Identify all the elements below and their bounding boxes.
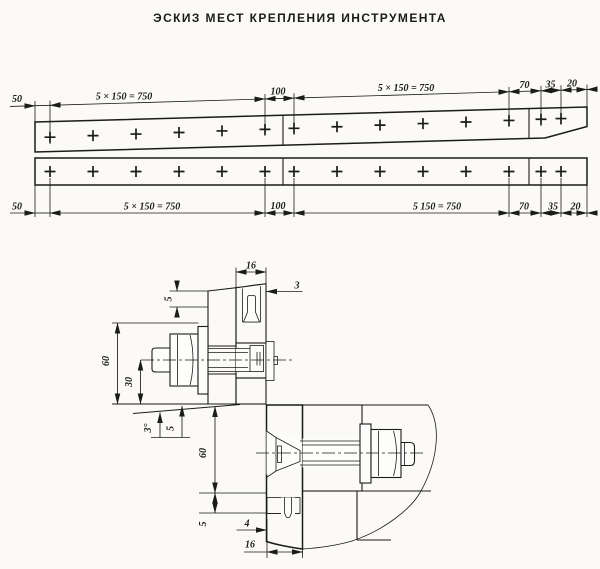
dim-top-35: 35 bbox=[545, 79, 556, 90]
detail-dimensions: 16 3 5 60 30 3° 5 60 5 4 bbox=[101, 261, 303, 558]
dim-5-top: 5 bbox=[164, 297, 175, 302]
mounting-cross bbox=[417, 118, 429, 130]
dim-5-lower: 5 bbox=[198, 522, 209, 527]
mounting-cross bbox=[173, 126, 185, 138]
dim-60-upper: 60 bbox=[101, 356, 112, 366]
dim-bottom-35: 35 bbox=[547, 202, 558, 213]
dim-30: 30 bbox=[124, 377, 135, 388]
page-title: ЭСКИЗ МЕСТ КРЕПЛЕНИЯ ИНСТРУМЕНТА bbox=[153, 11, 447, 25]
bolt-tip-boss bbox=[151, 347, 171, 373]
mounting-cross bbox=[130, 166, 142, 177]
mounting-cross bbox=[535, 166, 547, 177]
mounting-cross bbox=[259, 166, 271, 177]
mounting-cross bbox=[555, 166, 567, 177]
tool-bar-section-upper bbox=[235, 283, 278, 405]
mounting-cross bbox=[87, 166, 99, 177]
dim-top-750-right: 5 × 150 = 750 bbox=[378, 83, 434, 94]
mounting-cross bbox=[374, 166, 386, 177]
top-dimension-chain: 50 5 × 150 = 750 100 5 × 150 = 750 70 35… bbox=[9, 79, 598, 144]
mounting-cross bbox=[460, 166, 472, 177]
mounting-cross bbox=[216, 125, 228, 137]
top-bar-outline bbox=[34, 106, 588, 153]
taper-line bbox=[132, 403, 241, 415]
mounting-cross bbox=[331, 166, 343, 177]
hex-nut bbox=[370, 428, 402, 479]
dim-16-bottom: 16 bbox=[245, 540, 255, 551]
top-bar bbox=[34, 106, 588, 153]
upper-bolt-assembly bbox=[141, 325, 292, 395]
flange-strip bbox=[265, 341, 275, 381]
dim-bottom-20: 20 bbox=[570, 202, 581, 213]
dowel-pin-upper bbox=[242, 295, 261, 323]
mounting-cross bbox=[374, 119, 386, 131]
dim-top-750-left: 5 × 150 = 750 bbox=[96, 92, 152, 103]
dim-3deg-angle: 3° bbox=[143, 424, 154, 434]
washer-lower bbox=[359, 423, 372, 484]
mounting-cross bbox=[130, 128, 142, 140]
mounting-cross bbox=[216, 166, 228, 177]
lower-bolt-assembly bbox=[256, 423, 423, 484]
clamp-block-upper bbox=[207, 287, 237, 405]
dim-bottom-70: 70 bbox=[519, 202, 529, 213]
dim-5-taper: 5 bbox=[166, 426, 177, 431]
dim-bottom-750-right: 5 150 = 750 bbox=[413, 202, 461, 213]
dim-60-lower: 60 bbox=[198, 448, 209, 458]
bar-crosses-bottom bbox=[44, 166, 567, 177]
bottom-bar-outline bbox=[34, 157, 588, 186]
dim-bottom-100: 100 bbox=[271, 201, 286, 212]
bolt-tip-lower bbox=[400, 441, 416, 467]
mounting-cross bbox=[173, 166, 185, 177]
screw-slot bbox=[277, 445, 282, 463]
dim-bottom-50: 50 bbox=[12, 202, 22, 213]
mounting-cross bbox=[417, 166, 429, 177]
bottom-dimension-chain: 50 5 × 150 = 750 100 5 150 = 750 70 35 2… bbox=[10, 178, 598, 217]
dim-bottom-750-left: 5 × 150 = 750 bbox=[124, 202, 180, 213]
mounting-cross bbox=[460, 116, 472, 128]
body-block bbox=[302, 404, 437, 550]
countersunk-screw-head bbox=[275, 436, 301, 472]
break-line-curve bbox=[302, 404, 437, 550]
mounting-cross bbox=[44, 166, 56, 177]
clamp-plate-lower bbox=[301, 404, 363, 492]
mounting-cross bbox=[503, 166, 515, 177]
dim-top-70: 70 bbox=[520, 80, 530, 91]
mounting-cross bbox=[331, 121, 343, 133]
clamping-detail-section: 16 3 5 60 30 3° 5 60 5 4 bbox=[101, 261, 437, 558]
mounting-cross bbox=[288, 166, 300, 177]
dim-3-pin: 3 bbox=[294, 281, 300, 292]
dowel-pin-lower bbox=[284, 497, 292, 518]
bar-crosses-top bbox=[44, 113, 567, 143]
dim-4-recess: 4 bbox=[244, 519, 250, 530]
dim-top-20: 20 bbox=[566, 79, 577, 90]
tool-bar-section-lower bbox=[265, 404, 304, 550]
mounting-cross bbox=[87, 130, 99, 142]
dim-16-top: 16 bbox=[246, 261, 256, 272]
dim-top-100: 100 bbox=[271, 87, 286, 98]
bottom-bar bbox=[34, 157, 588, 186]
dim-top-50: 50 bbox=[12, 94, 22, 105]
